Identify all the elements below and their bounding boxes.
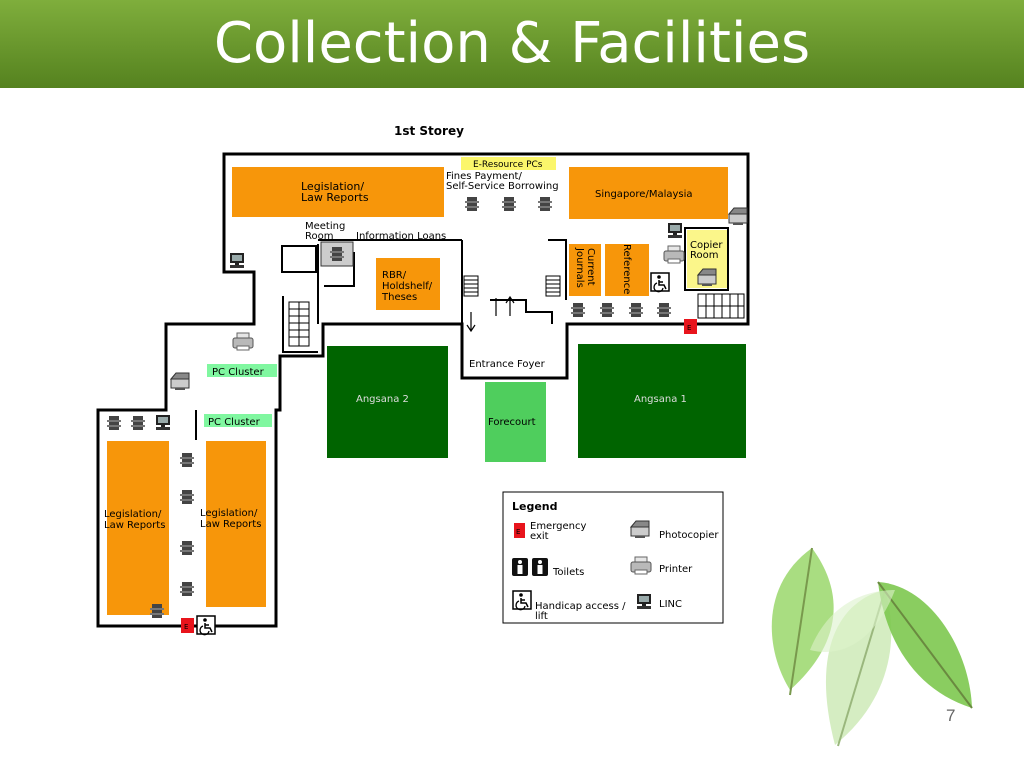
floor-heading: 1st Storey <box>394 124 464 138</box>
leaf-icon <box>771 547 973 747</box>
legislation-right-label-2: Law Reports <box>200 519 261 530</box>
staircase-icon <box>545 275 561 297</box>
legislation-left-label-1: Legislation/ <box>104 509 162 520</box>
escalator-arrows <box>466 295 515 333</box>
meeting-label-2: Room <box>305 231 333 242</box>
eresource-label: E-Resource PCs <box>473 160 543 170</box>
copier-room-label-1: Copier <box>690 240 723 251</box>
desk-icon <box>629 303 643 317</box>
exit-marker-text: E <box>184 623 188 631</box>
area-pc-cluster-2 <box>204 414 272 427</box>
desk-icon <box>180 453 194 467</box>
legislation-top-label-2: Law Reports <box>301 191 369 204</box>
rbr-label-2: Holdshelf/ <box>382 281 433 292</box>
title-bar: Collection & Facilities <box>0 0 1024 88</box>
emergency-exit-marker <box>684 319 697 334</box>
area-rbr <box>376 258 440 310</box>
handicap-icon <box>196 615 216 636</box>
area-pc-cluster-1 <box>207 364 277 377</box>
computer-icon <box>637 594 651 609</box>
pc-cluster-2-label: PC Cluster <box>208 417 261 428</box>
area-current-journals <box>569 244 601 296</box>
legend: Legend E Emergency exit Toilets Handicap… <box>502 491 724 624</box>
area-forecourt <box>485 382 546 462</box>
staircase-icon <box>288 301 310 347</box>
legend-exit-marker: E <box>516 528 520 536</box>
legend-emergency-2: exit <box>530 531 549 542</box>
photocopier-icon <box>170 372 190 391</box>
staircase-icon <box>463 275 479 297</box>
area-legislation-left <box>107 441 169 615</box>
area-legislation-top <box>232 167 444 217</box>
staircase-icon <box>697 293 745 319</box>
copier-room-label-2: Room <box>690 250 718 261</box>
building-walls <box>96 152 750 628</box>
legend-photocopier: Photocopier <box>659 530 719 541</box>
desk-icon <box>571 303 585 317</box>
photocopier-icon <box>697 268 717 287</box>
toilet-icon <box>532 558 548 576</box>
forecourt-label: Forecourt <box>488 417 536 428</box>
desk-icon <box>657 303 671 317</box>
entrance-foyer-label: Entrance Foyer <box>469 359 546 370</box>
legend-emergency-1: Emergency <box>530 521 586 532</box>
printer-icon <box>663 245 685 264</box>
toilet-icon <box>512 558 528 576</box>
photocopier-icon <box>630 520 650 539</box>
rbr-label-3: Theses <box>381 292 417 303</box>
singapore-malaysia-label: Singapore/Malaysia <box>595 189 693 200</box>
legislation-right-label-1: Legislation/ <box>200 508 258 519</box>
printer-icon <box>232 332 254 351</box>
legend-exit-icon <box>514 523 525 538</box>
handicap-icon <box>512 590 532 611</box>
computer-icon <box>156 415 170 430</box>
legend-handicap-2: lift <box>535 611 548 622</box>
desk-icon <box>600 303 614 317</box>
emergency-exit-marker <box>181 618 194 633</box>
reference-label: Reference <box>621 244 632 294</box>
inner-walls <box>165 227 729 440</box>
desk-icon <box>180 541 194 555</box>
fines-label-1: Fines Payment/ <box>446 171 522 182</box>
page-number: 7 <box>946 706 956 725</box>
fines-label-2: Self-Service Borrowing <box>446 181 559 192</box>
information-loans-label: Information Loans <box>356 231 446 242</box>
area-angsana-2 <box>327 346 448 458</box>
area-eresource <box>461 157 556 170</box>
legend-title: Legend <box>512 500 558 513</box>
desk-icon <box>502 197 516 211</box>
legend-toilets: Toilets <box>552 567 584 578</box>
angsana-2-label: Angsana 2 <box>356 394 409 405</box>
desk-icon <box>150 604 164 618</box>
computer-icon <box>230 253 244 268</box>
slide-title: Collection & Facilities <box>213 11 811 76</box>
area-legislation-right <box>206 441 266 607</box>
legend-handicap-1: Handicap access / <box>535 601 626 612</box>
desk-icon <box>538 197 552 211</box>
pc-cluster-1-label: PC Cluster <box>212 367 265 378</box>
legend-printer: Printer <box>659 564 693 575</box>
current-journals-label-1: Current <box>585 248 596 286</box>
area-angsana-1 <box>578 344 746 458</box>
angsana-1-label: Angsana 1 <box>634 394 687 405</box>
desk-icon <box>131 416 145 430</box>
legend-linc: LINC <box>659 599 682 610</box>
legislation-left-label-2: Law Reports <box>104 520 165 531</box>
exit-marker-text: E <box>687 324 691 332</box>
desk-icon <box>107 416 121 430</box>
photocopier-icon <box>728 207 748 226</box>
legislation-top-label-1: Legislation/ <box>301 180 364 193</box>
meeting-label-1: Meeting <box>305 221 345 232</box>
rbr-label-1: RBR/ <box>382 270 407 281</box>
current-journals-label-2: Journals <box>574 247 585 288</box>
area-reference <box>605 244 649 296</box>
computer-icon <box>668 223 682 238</box>
desk-icon <box>465 197 479 211</box>
desk-icon <box>180 582 194 596</box>
desk-icon <box>330 247 344 261</box>
handicap-icon <box>650 272 670 293</box>
area-singapore-malaysia <box>569 167 728 219</box>
desk-icon <box>180 490 194 504</box>
